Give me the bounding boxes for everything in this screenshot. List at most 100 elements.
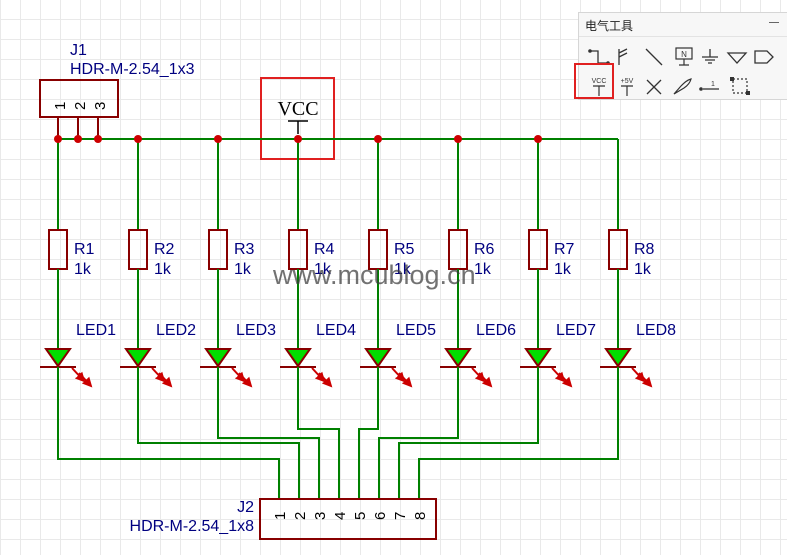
junction-dot bbox=[214, 135, 222, 143]
led-emission-arrow bbox=[318, 372, 333, 388]
led-emission-arrow bbox=[471, 367, 486, 383]
led-body[interactable] bbox=[44, 348, 72, 368]
resistor-body[interactable] bbox=[48, 229, 68, 270]
j2-body bbox=[259, 498, 437, 540]
led-body[interactable] bbox=[124, 348, 152, 368]
resistor-value: 1k bbox=[234, 261, 252, 278]
j1-body bbox=[39, 79, 119, 118]
resistor-body[interactable] bbox=[608, 229, 628, 270]
resistor-value: 1k bbox=[394, 261, 412, 278]
ground-triangle-icon bbox=[726, 52, 748, 64]
led-channels: R11kLED1R21kLED2R31kLED3R41kLED4R51kLED5… bbox=[40, 139, 676, 388]
tool-wire-button[interactable] bbox=[586, 45, 612, 69]
vcc-icon: VCC bbox=[592, 78, 607, 96]
led-emission-arrow bbox=[231, 367, 246, 383]
led-body[interactable] bbox=[444, 348, 472, 368]
junction-dot bbox=[374, 135, 382, 143]
resistor-body[interactable] bbox=[128, 229, 148, 270]
tool-no-connect-button[interactable] bbox=[641, 74, 667, 98]
led-to-j2-wire[interactable] bbox=[297, 367, 340, 500]
led-body[interactable] bbox=[604, 348, 632, 368]
led-body[interactable] bbox=[284, 348, 312, 368]
tool-net-label-button[interactable]: N bbox=[671, 45, 697, 69]
led-designator: LED8 bbox=[636, 322, 676, 339]
tool-net-port-button[interactable] bbox=[751, 45, 777, 69]
led-to-j2-wire[interactable] bbox=[137, 367, 300, 500]
j2-designator: J2 bbox=[237, 499, 254, 516]
led-to-j2-wire[interactable] bbox=[418, 367, 619, 500]
net-label-icon: N bbox=[675, 47, 693, 66]
tool-probe-button[interactable] bbox=[669, 74, 695, 98]
j2-pin-number: 2 bbox=[292, 512, 309, 520]
probe-icon bbox=[673, 78, 692, 95]
resistor-value: 1k bbox=[74, 261, 92, 278]
led-to-j2-wire[interactable] bbox=[398, 367, 539, 500]
led-to-j2-wire[interactable] bbox=[57, 367, 280, 500]
tool-ground-2-button[interactable] bbox=[724, 45, 750, 69]
junction-dot bbox=[294, 135, 302, 143]
led-emission-arrow bbox=[631, 367, 646, 383]
j1-pin-number: 2 bbox=[72, 102, 89, 110]
resistor-designator: R2 bbox=[154, 241, 175, 258]
tool-line-button[interactable] bbox=[641, 45, 667, 69]
led-emission-arrow bbox=[478, 372, 493, 388]
line-icon bbox=[645, 48, 663, 66]
led-body[interactable] bbox=[204, 348, 232, 368]
led-to-j2-wire[interactable] bbox=[358, 367, 379, 500]
tool-bus-button[interactable] bbox=[611, 45, 637, 69]
resistor-value: 1k bbox=[634, 261, 652, 278]
j2-pin-number: 7 bbox=[392, 512, 409, 520]
j1-connector[interactable]: 1 2 3 J1 HDR-M-2.54_1x3 bbox=[39, 42, 195, 138]
resistor-designator: R1 bbox=[74, 241, 95, 258]
j2-pin-number: 3 bbox=[312, 512, 329, 520]
j2-pin-number: 6 bbox=[372, 512, 389, 520]
led-body[interactable] bbox=[364, 348, 392, 368]
ground-icon bbox=[702, 49, 718, 64]
led-designator: LED5 bbox=[396, 322, 436, 339]
led-body[interactable] bbox=[524, 348, 552, 368]
panel-title: 电气工具 bbox=[585, 19, 634, 33]
led-designator: LED6 bbox=[476, 322, 516, 339]
tool-pin-button[interactable]: 1 bbox=[697, 74, 723, 98]
resistor-value: 1k bbox=[474, 261, 492, 278]
select-net-icon bbox=[730, 77, 750, 95]
pin-icon: 1 bbox=[699, 81, 719, 91]
watermark: www.mcublog.cn bbox=[272, 260, 476, 290]
led-emission-arrow bbox=[78, 372, 93, 388]
svg-text:N: N bbox=[681, 50, 687, 59]
no-connect-icon bbox=[646, 79, 662, 95]
resistor-value: 1k bbox=[554, 261, 572, 278]
j1-footprint: HDR-M-2.54_1x3 bbox=[70, 61, 195, 78]
tool-plus-5v-button[interactable]: +5V bbox=[614, 74, 640, 98]
resistor-body[interactable] bbox=[208, 229, 228, 270]
resistor-value: 1k bbox=[154, 261, 172, 278]
led-emission-arrow bbox=[398, 372, 413, 388]
led-emission-arrow bbox=[558, 372, 573, 388]
led-emission-arrow bbox=[638, 372, 653, 388]
minimize-button[interactable] bbox=[769, 16, 779, 28]
resistor-designator: R8 bbox=[634, 241, 655, 258]
tool-ground-button[interactable] bbox=[697, 45, 723, 69]
resistor-body[interactable] bbox=[528, 229, 548, 270]
led-to-j2-wire[interactable] bbox=[378, 367, 459, 500]
led-emission-arrow bbox=[158, 372, 173, 388]
led-emission-arrow bbox=[551, 367, 566, 383]
svg-text:VCC: VCC bbox=[592, 78, 607, 85]
resistor-designator: R4 bbox=[314, 241, 335, 258]
j2-pin-number: 1 bbox=[272, 512, 289, 520]
tool-select-net-button[interactable] bbox=[727, 74, 753, 98]
wire-icon bbox=[588, 49, 610, 65]
led-emission-arrow bbox=[311, 367, 326, 383]
vcc-label: VCC bbox=[277, 98, 318, 120]
j1-pin-number: 1 bbox=[52, 102, 69, 110]
resistor-designator: R5 bbox=[394, 241, 415, 258]
tool-vcc-button[interactable]: VCC bbox=[586, 74, 612, 98]
led-to-j2-wire[interactable] bbox=[217, 367, 320, 500]
